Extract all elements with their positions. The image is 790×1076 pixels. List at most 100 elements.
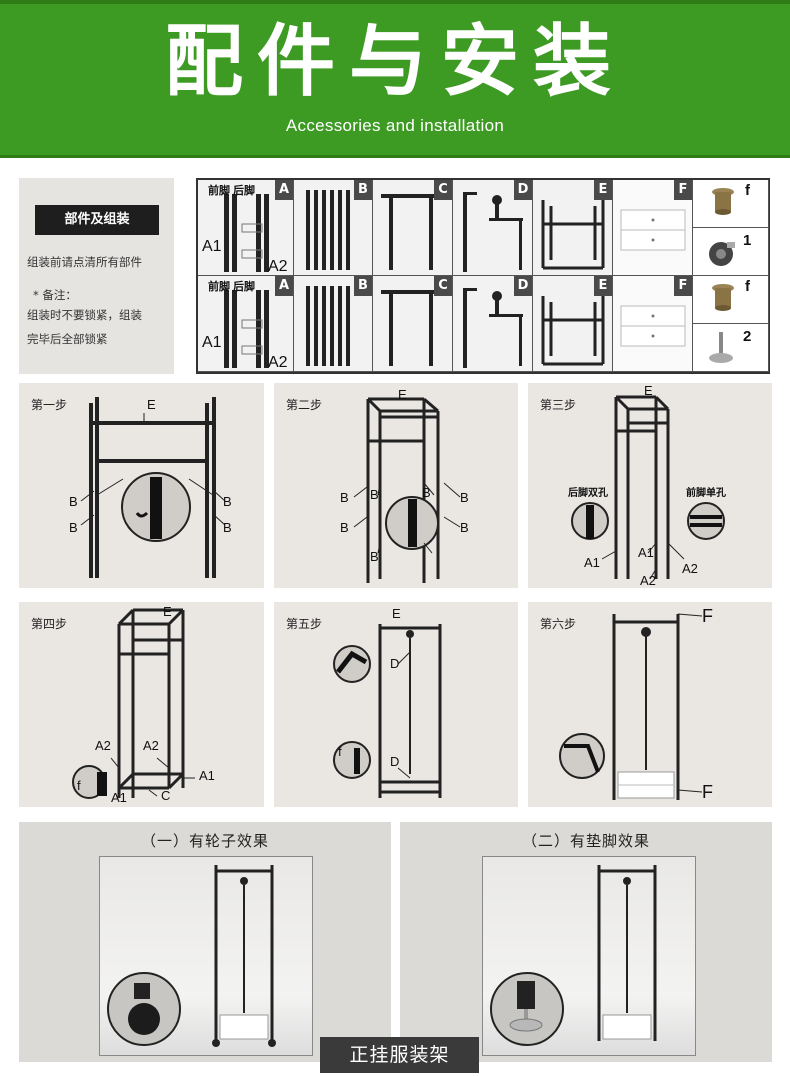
- step-2-label-b7: B: [460, 520, 469, 535]
- step-1-diagram: [80, 397, 226, 578]
- step-3-label-a1-left: A1: [584, 555, 600, 570]
- step-5-diagram: [333, 624, 442, 798]
- letter-f: F: [674, 180, 692, 200]
- part-d-cell: D: [453, 180, 533, 276]
- part-f-cell-2: F: [613, 276, 693, 372]
- step-4-label-a1-left: A1: [111, 790, 127, 805]
- hardware-f-label-2: f: [745, 278, 750, 295]
- product-name-label: 正挂服装架: [320, 1037, 479, 1073]
- step-6-panel: 第六步 F F: [528, 602, 772, 807]
- top-frame-illustration-2: [541, 296, 605, 366]
- step-4-label-c: C: [161, 788, 171, 803]
- parts-note-panel: 部件及组装 组装前请点清所有部件 * 备注： 组装时不要锁紧，组装 完毕后全部锁…: [19, 178, 174, 374]
- hardware-f-label: f: [745, 182, 750, 199]
- part-b-cell-2: B: [294, 276, 373, 372]
- part-a-cell-2: 前脚 后脚 A1 A2 A: [198, 276, 294, 372]
- label-a2-2: A2: [268, 354, 288, 371]
- screw-fitting-icon: [712, 188, 734, 215]
- letter-e-2: E: [594, 276, 612, 296]
- step-2-diagram: [353, 397, 461, 583]
- letter-c: C: [434, 180, 452, 200]
- part-a-cell: 前脚 后脚 A1 A2 A: [198, 180, 294, 276]
- step-3-title: 第三步: [540, 398, 577, 412]
- step-3-label-back-holes: 后脚双孔: [568, 488, 608, 499]
- step-3-label-front-hole: 前脚单孔: [686, 488, 726, 499]
- step-5-panel: 第五步 E D D f: [274, 602, 518, 807]
- drawer-illustration-2: [620, 305, 686, 347]
- legs-header: 前脚 后脚: [208, 185, 256, 197]
- step-4-label-a1-right: A1: [199, 768, 215, 783]
- step-1-title: 第一步: [31, 398, 68, 412]
- step-5-label-d-bottom: D: [390, 754, 400, 769]
- step-3-panel: 第三步 E 后脚双孔 前脚单孔 A1 A1 A2 A2: [528, 383, 772, 588]
- part-e-cell: E: [533, 180, 613, 276]
- letter-a-2: A: [275, 276, 293, 296]
- parts-grid: 前脚 后脚 A1 A2 A B C D E: [196, 178, 770, 374]
- letter-b: B: [354, 180, 372, 200]
- step-2-label-b3: B: [370, 487, 379, 502]
- step-4-label-a2-right: A2: [143, 738, 159, 753]
- top-frame-illustration: [541, 200, 605, 270]
- hardware-f-cell-2: f: [693, 276, 769, 324]
- hardware-foot-label: 2: [743, 328, 752, 345]
- step-2-panel: 第二步 E B B B B B B B: [274, 383, 518, 588]
- step-2-label-b5: B: [422, 485, 431, 500]
- hardware-wheel-label: 1: [743, 232, 752, 249]
- step-6-label-f-top: F: [702, 606, 713, 626]
- step-4-label-f: f: [77, 778, 81, 793]
- legs-illustration: [224, 194, 269, 272]
- step-6-title: 第六步: [540, 617, 577, 631]
- label-a1-2: A1: [202, 334, 222, 351]
- step-1-label-b2: B: [69, 520, 78, 535]
- letter-f-2: F: [674, 276, 692, 296]
- step-1-label-e: E: [147, 397, 156, 412]
- letter-e: E: [594, 180, 612, 200]
- legs-header-2: 前脚 后脚: [208, 281, 256, 293]
- step-6-label-f-bottom: F: [702, 782, 713, 802]
- step-2-label-e: E: [398, 387, 407, 402]
- parts-assembly-button: 部件及组装: [35, 205, 159, 235]
- hook-rod-illustration-2: [463, 288, 523, 368]
- hook-rod-illustration: [463, 192, 523, 272]
- step-3-label-a2-mid: A2: [640, 573, 656, 588]
- label-a1: A1: [202, 238, 222, 255]
- note-line-2: 完毕后全部锁紧: [27, 332, 108, 346]
- step-1-panel: 第一步 E B B B B: [19, 383, 264, 588]
- effect-feet-panel: （二）有垫脚效果: [400, 822, 772, 1062]
- letter-b-2: B: [354, 276, 372, 296]
- part-b-cell: B: [294, 180, 373, 276]
- rack-with-feet-illustration: [490, 865, 657, 1046]
- step-5-label-e: E: [392, 606, 401, 621]
- hardware-foot-cell: 2: [693, 324, 769, 372]
- rack-with-wheels-illustration: [107, 865, 276, 1047]
- step-5-label-d-top: D: [390, 656, 400, 671]
- effect-wheels-panel: （一）有轮子效果: [19, 822, 391, 1062]
- tubes-illustration-2: [306, 286, 350, 366]
- part-c-cell-2: C: [373, 276, 453, 372]
- step-4-panel: 第四步 E A2 A2 A1 A1 C f: [19, 602, 264, 807]
- step-1-label-b1: B: [69, 494, 78, 509]
- note-line-1: 组装时不要锁紧，组装: [27, 308, 142, 322]
- legs-illustration-2: [224, 290, 269, 368]
- step-2-label-b4: B: [370, 549, 379, 564]
- step-6-diagram: [559, 613, 703, 800]
- screw-fitting-icon-2: [712, 284, 734, 311]
- effect-feet-title: （二）有垫脚效果: [521, 832, 650, 850]
- hardware-wheel-cell: 1: [693, 228, 769, 276]
- part-f-cell: F: [613, 180, 693, 276]
- effect-wheels-title: （一）有轮子效果: [140, 832, 269, 850]
- letter-d: D: [514, 180, 532, 200]
- step-2-label-b1: B: [340, 490, 349, 505]
- step-3-label-a2-right: A2: [682, 561, 698, 576]
- step-5-title: 第五步: [286, 617, 323, 631]
- step-3-diagram: [571, 395, 725, 580]
- step-4-diagram: [72, 608, 195, 799]
- step-2-label-b2: B: [340, 520, 349, 535]
- step-3-label-e: E: [644, 383, 653, 398]
- step-4-title: 第四步: [31, 617, 68, 631]
- step-4-label-e: E: [163, 604, 172, 619]
- page-subtitle: Accessories and installation: [285, 116, 505, 135]
- hardware-f-cell-1: f: [693, 180, 769, 228]
- effect-feet-photo: [482, 856, 696, 1056]
- letter-d-2: D: [514, 276, 532, 296]
